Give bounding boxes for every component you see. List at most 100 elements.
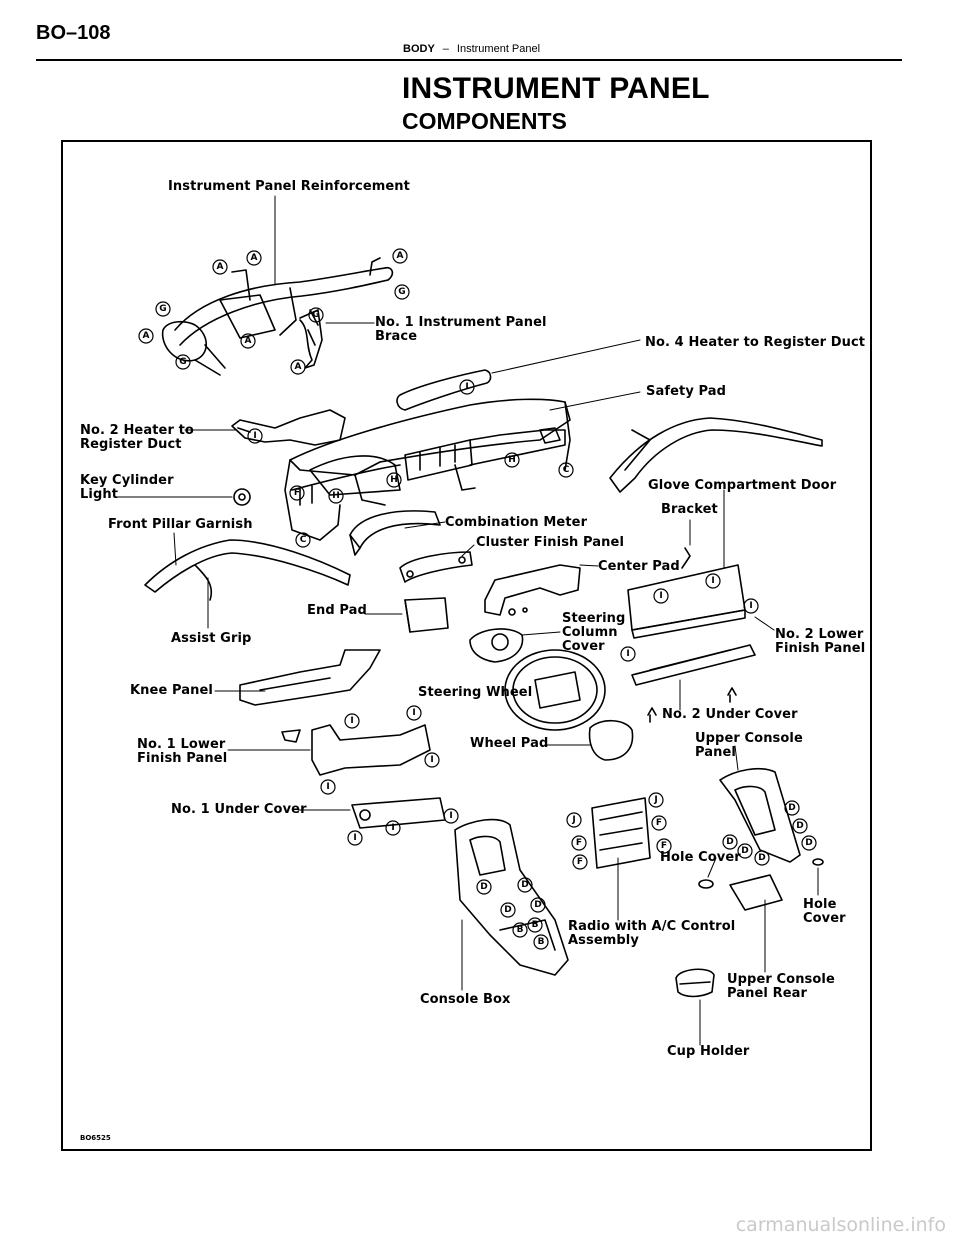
clip-letter-i: I [626,649,630,659]
label-no1-instrument-panel-brace: No. 1 Instrument Panel Brace [375,315,547,344]
clip-letter-i: I [353,833,357,843]
clip-letter-d: D [796,821,804,831]
label-upper-console-panel-rear: Upper Console Panel Rear [727,972,835,1001]
label-assist-grip: Assist Grip [171,631,252,646]
clip-letter-d: D [726,837,734,847]
label-cluster-finish-panel: Cluster Finish Panel [476,535,625,550]
clip-letter-c: C [562,465,570,475]
clip-letter-f: F [660,841,668,851]
clip-letter-d: D [534,900,542,910]
clip-letter-i: I [749,601,753,611]
clip-letter-g: G [398,287,406,297]
clip-letter-j: J [572,815,576,825]
combination-meter-part [349,510,441,556]
clip-letter-f: F [655,818,663,828]
cluster-finish-panel-part [399,551,473,583]
clip-letter-d: D [521,880,529,890]
label-steering-wheel: Steering Wheel [418,685,533,700]
clip-letter-i: I [412,708,416,718]
label-glove-compartment-door: Glove Compartment Door [648,478,837,493]
subsection-name: Instrument Panel [456,43,541,55]
section-separator: – [442,43,449,55]
front-pillar-garnish-part [144,539,351,601]
page-title: INSTRUMENT PANEL [402,72,710,105]
clip-letter-h: H [508,455,516,465]
end-pad-part [404,597,449,633]
clip-letter-d: D [504,905,512,915]
center-pad-part [484,564,581,616]
clip-letter-d: D [480,882,488,892]
wheel-pad-part [588,719,634,761]
upper-console-panel-part [719,768,801,863]
steering-wheel-part [504,649,606,731]
clip-letter-g: G [179,357,187,367]
clip-letter-d: D [741,846,749,856]
clip-letter-b: B [531,920,539,930]
no1-instrument-panel-brace-part [299,309,323,369]
clip-letter-i: I [449,811,453,821]
instrument-panel-body-part [284,398,571,541]
label-console-box: Console Box [420,992,511,1007]
label-no1-under-cover: No. 1 Under Cover [171,802,307,817]
leader-lines [117,195,819,1046]
label-no2-under-cover: No. 2 Under Cover [662,707,798,722]
no4-heater-to-register-duct-part [396,369,492,411]
clip-letter-b: B [516,925,524,935]
label-wheel-pad: Wheel Pad [470,736,549,751]
steering-column-cover-part [469,628,524,663]
label-radio-ac-control-assembly: Radio with A/C Control Assembly [568,919,736,948]
label-steering-column-cover: Steering Column Cover [562,611,626,654]
clip-letter-j: J [654,795,658,805]
page-subtitle: COMPONENTS [402,108,567,134]
running-head: BODY–Instrument Panel [403,43,540,55]
label-instrument-panel-reinforcement: Instrument Panel Reinforcement [168,179,410,194]
watermark: carmanualsonline.info [735,1214,946,1236]
clip-letter-d: D [758,853,766,863]
instrument-panel-reinforcement-part [161,257,394,376]
label-no2-heater-to-register-duct: No. 2 Heater to Register Duct [80,423,194,452]
knee-panel-part [239,649,381,706]
clip-letter-g: G [312,310,320,320]
label-hole-cover-rear: Hole Cover [803,897,846,926]
radio-ac-control-part [591,797,651,869]
upper-console-panel-rear-part [729,874,783,911]
clip-letter-i: I [253,431,257,441]
clip-letter-g: G [159,304,167,314]
clip-letter-f: F [575,838,583,848]
figure-code: BO6525 [80,1134,111,1142]
clip-letter-i: I [350,716,354,726]
glove-compartment-door-part [627,564,746,639]
clip-letter-c: C [299,535,307,545]
clip-letter-a: A [396,251,404,261]
right-pillar-garnish-part [609,417,823,493]
clip-letter-f: F [576,857,584,867]
clip-letter-h: H [390,475,398,485]
clip-letter-a: A [216,262,224,272]
clip-letter-i: I [711,576,715,586]
label-no2-lower-finish-panel: No. 2 Lower Finish Panel [775,627,866,656]
clip-letter-i: I [430,755,434,765]
clip-letter-b: B [537,937,545,947]
clip-letter-a: A [294,362,302,372]
label-upper-console-panel: Upper Console Panel [695,731,803,760]
clip-letter-d: D [805,838,813,848]
clip-letter-a: A [244,336,252,346]
label-hole-cover: Hole Cover [660,850,741,865]
clip-letter-d: D [788,803,796,813]
label-key-cylinder-light: Key Cylinder Light [80,473,174,502]
label-bracket: Bracket [661,502,718,517]
page-number: BO–108 [36,22,111,44]
clip-letter-i: I [391,823,395,833]
components-diagram-frame [61,140,872,1151]
header-rule [36,59,902,61]
hole-cover-part [698,858,824,889]
clip-letter-i: I [659,591,663,601]
clip-letter-f: F [293,488,301,498]
clip-letter-i: I [326,782,330,792]
label-front-pillar-garnish: Front Pillar Garnish [108,517,253,532]
label-no1-lower-finish-panel: No. 1 Lower Finish Panel [137,737,228,766]
label-safety-pad: Safety Pad [646,384,727,399]
console-box-part [454,818,569,976]
no2-heater-to-register-duct-part [231,409,346,446]
